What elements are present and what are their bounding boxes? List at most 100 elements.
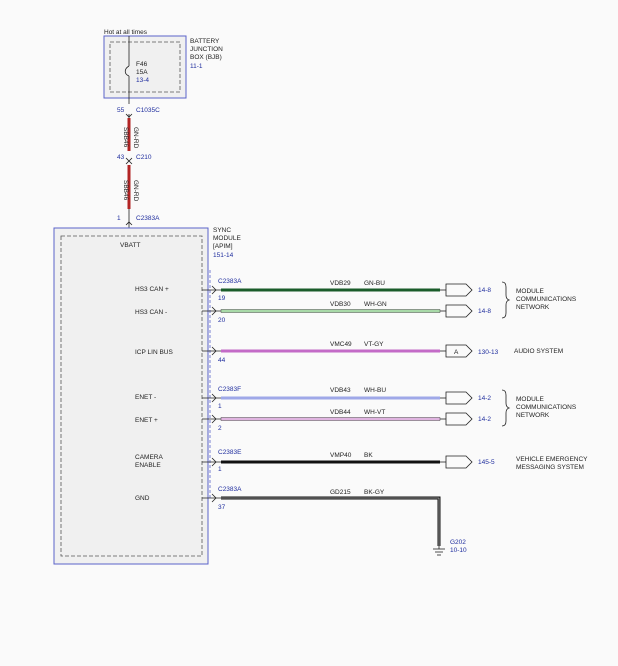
fuse-ref[interactable]: 13-4 — [136, 77, 149, 84]
target-ref[interactable]: 14-8 — [478, 308, 491, 315]
bjb-box — [103, 35, 187, 99]
fuse-icon — [124, 65, 130, 77]
wire-a-color: GN-RD — [132, 127, 139, 149]
circuit-label: HS3 CAN + — [135, 286, 169, 293]
dest-mcn1-line3: NETWORK — [516, 304, 550, 311]
module-name-3: [APIM] — [213, 243, 233, 250]
wire-id: VDB43 — [330, 387, 351, 394]
wire-vdb30 — [220, 309, 441, 313]
fuse-id: F46 — [136, 61, 148, 68]
target-ref[interactable]: 130-13 — [478, 349, 499, 356]
sync-module-box — [53, 227, 209, 565]
connector-id: C2383A — [218, 486, 242, 493]
circuit-row-camera-enable: CAMERA ENABLE C2383E 1 VMP40 BK 145-5 — [135, 449, 495, 473]
wire-id: VDB29 — [330, 280, 351, 287]
wire-b-id: SBB46 — [122, 180, 129, 201]
offpage-connector-icon[interactable] — [445, 412, 473, 426]
pin-number: 2 — [218, 425, 222, 432]
bjb-name-3: BOX (BJB) — [190, 54, 222, 61]
connector-c2383a-top: C2383A — [136, 215, 160, 222]
offpage-connector-icon[interactable] — [445, 391, 473, 405]
target-ref[interactable]: 145-5 — [478, 459, 495, 466]
ground-name: G202 — [450, 539, 466, 546]
wire-id: VDB44 — [330, 409, 351, 416]
sync-module-inner-box — [60, 235, 203, 557]
circuit-row-gnd: GND C2383A 37 GD215 BK-GY — [135, 486, 441, 546]
wire-vdb43 — [221, 396, 440, 400]
connector-c210: C210 — [136, 154, 152, 161]
wire-id: VDB30 — [330, 301, 351, 308]
connector-id: C2383A — [218, 278, 242, 285]
ground-g202: G202 10-10 — [433, 539, 467, 556]
pin-number: 20 — [218, 317, 226, 324]
wire-a-id: SBB46 — [122, 127, 129, 148]
wire-id: VMP40 — [330, 452, 352, 459]
pin-number: 1 — [218, 466, 222, 473]
target-ref[interactable]: 14-2 — [478, 395, 491, 402]
connector-id: C2383F — [218, 386, 241, 393]
pin-55: 55 — [117, 107, 125, 114]
wire-id: GD215 — [330, 489, 351, 496]
circuit-label: ENET + — [135, 417, 158, 424]
circuit-label: CAMERA — [135, 454, 163, 461]
wire-gd215-tracer — [221, 497, 440, 546]
wire-vmp40 — [221, 460, 440, 464]
circuit-row-icp-lin-bus: ICP LIN BUS 44 VMC49 VT-GY A 130-13 — [135, 341, 499, 364]
wire-id: VMC49 — [330, 341, 352, 348]
fuse-amp: 15A — [136, 69, 148, 76]
module-name-1: SYNC — [213, 227, 231, 234]
pin-number: 19 — [218, 295, 226, 302]
wire-sbb46-b — [127, 165, 131, 209]
circuit-row-enet-minus: ENET - C2383F 1 VDB43 WH-BU 14-2 — [135, 386, 491, 410]
dest-vems-line2: MESSAGING SYSTEM — [516, 464, 584, 471]
dest-mcn2-line1: MODULE — [516, 396, 544, 403]
bjb-ref[interactable]: 11-1 — [190, 63, 203, 70]
circuit-label: ENET - — [135, 394, 156, 401]
dest-mcn1-line1: MODULE — [516, 288, 544, 295]
offpage-connector-icon[interactable] — [445, 283, 473, 297]
offpage-connector-icon[interactable] — [445, 344, 473, 358]
pin-number: 44 — [218, 357, 226, 364]
vbatt-label: VBATT — [120, 242, 140, 249]
circuit-row-enet-plus: ENET + 2 VDB44 WH-VT 14-2 — [135, 409, 491, 432]
dest-mcn2-line2: COMMUNICATIONS — [516, 404, 577, 411]
wire-vdb29 — [221, 288, 440, 292]
ground-ref[interactable]: 10-10 — [450, 547, 467, 554]
pin-number: 1 — [218, 403, 222, 410]
offpage-connector-icon[interactable] — [445, 455, 473, 469]
module-name-2: MODULE — [213, 235, 241, 242]
target-ref[interactable]: 14-8 — [478, 287, 491, 294]
wire-color: VT-GY — [364, 341, 384, 348]
wire-vmc49 — [221, 349, 440, 353]
wire-sbb46-a — [127, 118, 131, 151]
pin-number: 37 — [218, 504, 226, 511]
dest-mcn2-line3: NETWORK — [516, 412, 550, 419]
connector-tag: A — [454, 349, 459, 356]
circuit-label: ICP LIN BUS — [135, 349, 173, 356]
hot-at-all-times-label: Hot at all times — [104, 29, 148, 36]
wire-vdb44 — [220, 417, 441, 421]
wire-color: WH-VT — [364, 409, 385, 416]
circuit-row-hs3-can-plus: HS3 CAN + C2383A 19 VDB29 GN-BU 14-8 — [135, 278, 491, 302]
brace-mcn-1 — [501, 281, 511, 319]
target-ref[interactable]: 14-2 — [478, 416, 491, 423]
module-ref[interactable]: 151-14 — [213, 252, 234, 259]
connector-c1035c: C1035C — [136, 107, 160, 114]
brace-mcn-2 — [501, 389, 511, 427]
wire-gd215 — [221, 496, 441, 546]
offpage-connector-icon[interactable] — [445, 304, 473, 318]
bjb-name-1: BATTERY — [190, 38, 220, 45]
circuit-label: HS3 CAN - — [135, 309, 167, 316]
wire-b-color: GN-RD — [132, 180, 139, 202]
bjb-name-2: JUNCTION — [190, 46, 223, 53]
connector-arrow-3 — [125, 160, 133, 165]
wire-color: WH-BU — [364, 387, 386, 394]
wire-color: WH-GN — [364, 301, 387, 308]
circuit-label-2: ENABLE — [135, 462, 161, 469]
dest-audio-system: AUDIO SYSTEM — [514, 348, 563, 355]
wire-color: BK-GY — [364, 489, 385, 496]
dest-mcn1-line2: COMMUNICATIONS — [516, 296, 577, 303]
dest-vems-line1: VEHICLE EMERGENCY — [516, 456, 588, 463]
pin-1: 1 — [117, 215, 121, 222]
